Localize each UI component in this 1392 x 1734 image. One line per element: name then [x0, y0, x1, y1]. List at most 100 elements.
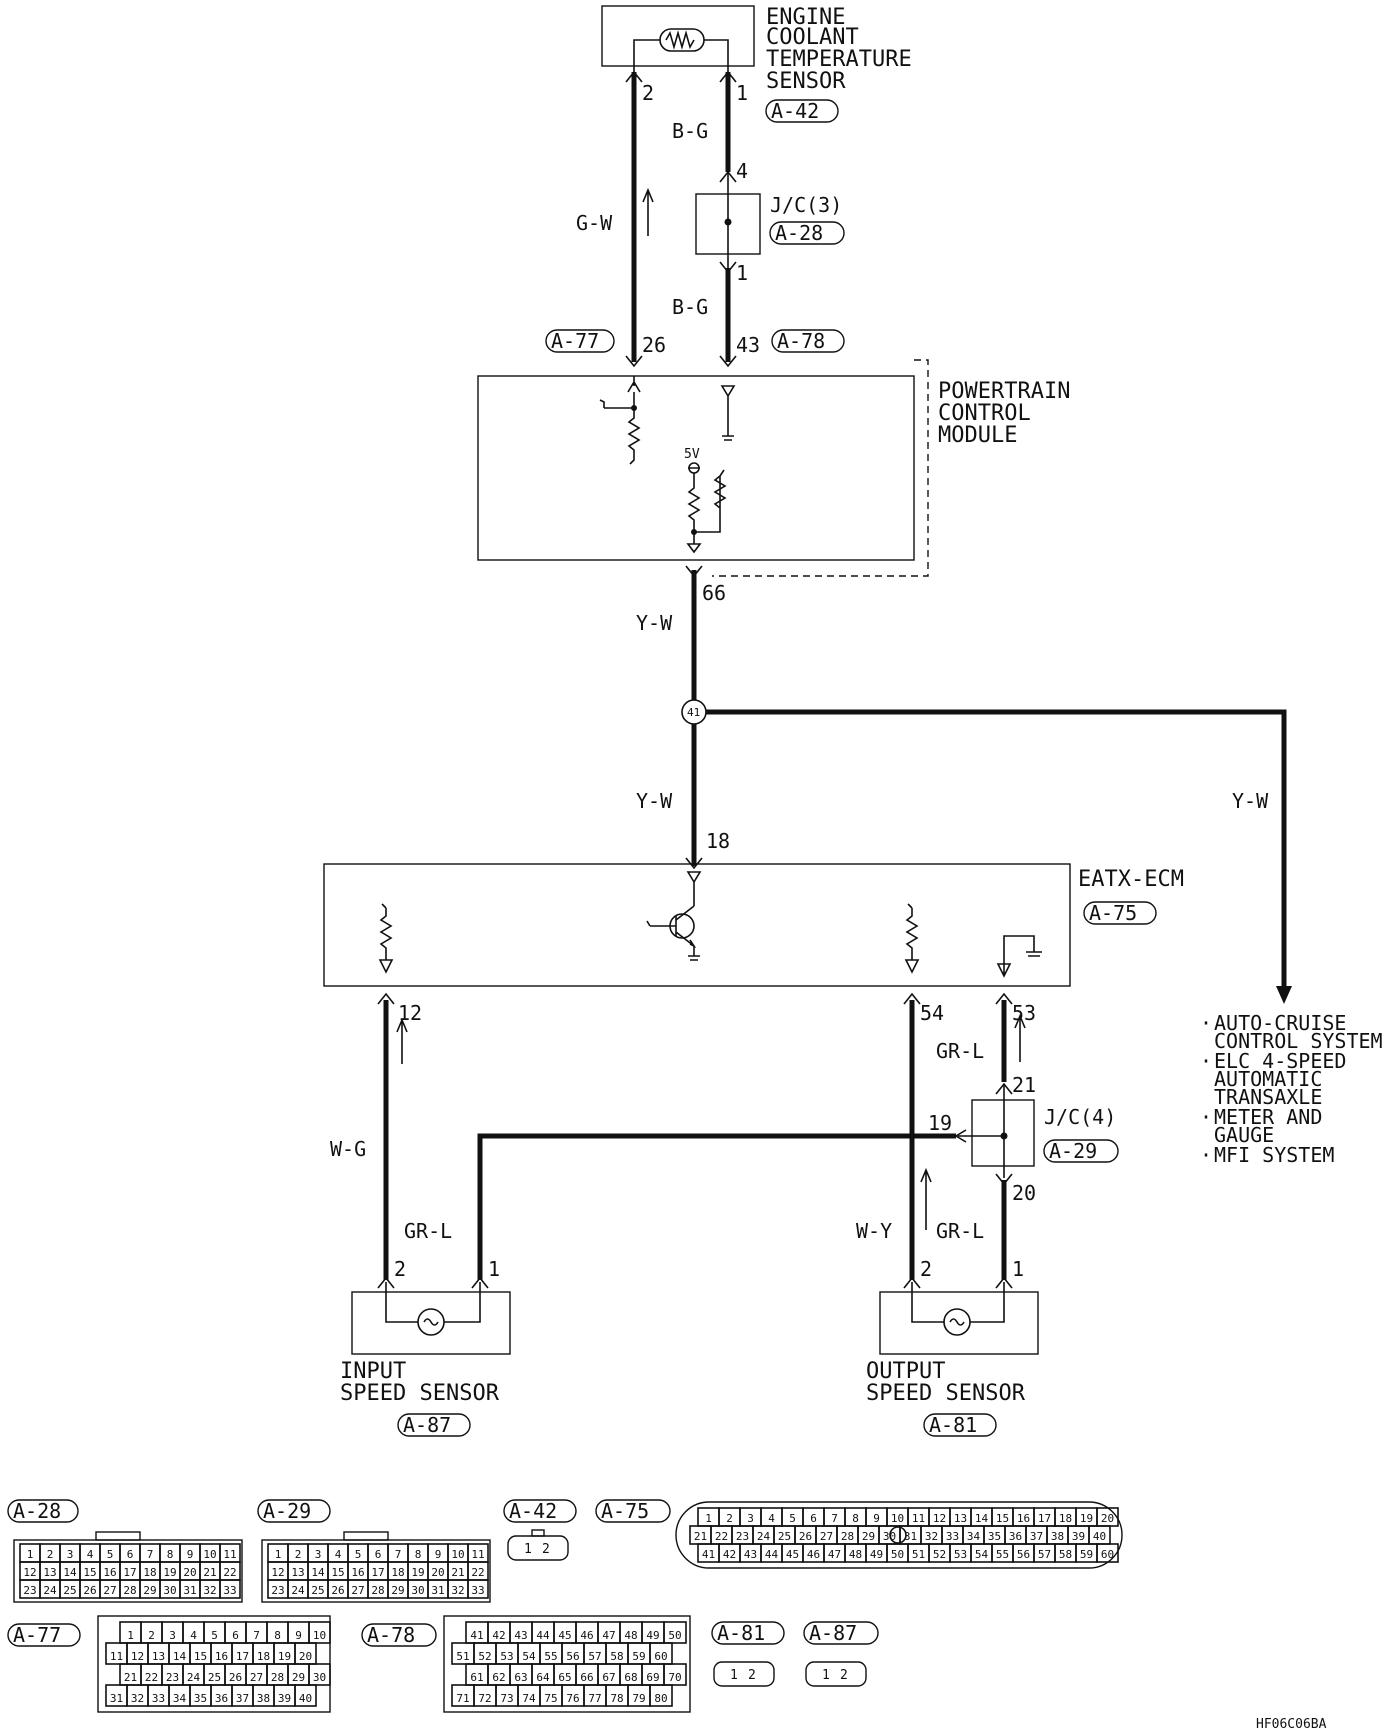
pin-number: 55 [544, 1650, 557, 1663]
pcm-label-2: CONTROL [938, 401, 1031, 426]
wire-label-y-w-mid: Y-W [636, 789, 673, 813]
pin-number: 32 [451, 1584, 464, 1597]
pin-number: 16 [215, 1650, 228, 1663]
jc3-label: J/C(3) [770, 193, 842, 217]
pin-number: 14 [173, 1650, 187, 1663]
pin-number: 54 [522, 1650, 536, 1663]
pin-number: 8 [167, 1548, 174, 1561]
pin-number: 43 [514, 1629, 527, 1642]
wire-label-gr-l-lower: GR-L [936, 1219, 984, 1243]
pin-number: 23 [23, 1584, 36, 1597]
pin-number: 36 [1009, 1530, 1022, 1543]
pin-number: 10 [313, 1629, 326, 1642]
wire-label-b-g-top: B-G [672, 119, 708, 143]
legend-a42: A-42 [509, 1499, 557, 1523]
pin-number: 19 [411, 1566, 424, 1579]
pin-number: 14 [975, 1512, 989, 1525]
dest-2-bullet: · [1200, 1049, 1212, 1073]
pin-number: 68 [624, 1671, 637, 1684]
current-arrow-up-3 [1014, 1013, 1026, 1062]
pin-number: 1 [275, 1548, 282, 1561]
pin-number: 11 [912, 1512, 925, 1525]
pin-number: 26 [331, 1584, 344, 1597]
wire-label-w-g: W-G [330, 1137, 366, 1161]
pin-number: 9 [435, 1548, 442, 1561]
pin-number: 48 [849, 1548, 862, 1561]
pin-number: 35 [988, 1530, 1001, 1543]
pin-number: 51 [456, 1650, 469, 1663]
pin-cell [663, 1621, 687, 1644]
pin-number: 49 [870, 1548, 883, 1561]
pin-jc3-1: 1 [736, 261, 748, 285]
wire-label-gr-l-upper: GR-L [936, 1039, 984, 1063]
pin-number: 1 [27, 1548, 34, 1561]
jc4-connector-id: A-29 [1049, 1139, 1097, 1163]
pin-number: 11 [110, 1650, 123, 1663]
dest-2-line-2: AUTOMATIC [1214, 1067, 1322, 1091]
pin-number: 12 [23, 1566, 36, 1579]
pin-number: 18 [143, 1566, 156, 1579]
pin-number: 71 [456, 1692, 469, 1705]
pin-number: 6 [127, 1548, 134, 1561]
wire-label-y-w-top: Y-W [636, 611, 673, 635]
pin-number: 23 [166, 1671, 179, 1684]
pin-number: 16 [1017, 1512, 1030, 1525]
pin-number: 57 [588, 1650, 601, 1663]
pin-number: 17 [1038, 1512, 1051, 1525]
pin-number: 31 [110, 1692, 123, 1705]
pin-number: 15 [83, 1566, 96, 1579]
pin-number: 29 [391, 1584, 404, 1597]
pin-number: 72 [478, 1692, 491, 1705]
input-sensor-label-2: SPEED SENSOR [340, 1381, 500, 1406]
pin-number: 61 [470, 1671, 483, 1684]
ect-sensor-label-1: ENGINE [766, 5, 845, 30]
output-speed-sensor: OUTPUT SPEED SENSOR A-81 [866, 1282, 1039, 1437]
pin-number: 40 [299, 1692, 312, 1705]
pin-number: 19 [163, 1566, 176, 1579]
pin-number: 11 [223, 1548, 236, 1561]
pin-number: 15 [194, 1650, 207, 1663]
pin-number: 25 [208, 1671, 221, 1684]
legend-a28: A-28 [13, 1499, 61, 1523]
pin-number: 28 [841, 1530, 854, 1543]
pin-number: 7 [147, 1548, 154, 1561]
pin-number: 21 [124, 1671, 137, 1684]
pin-number: 16 [103, 1566, 116, 1579]
dest-1-bullet: · [1200, 1011, 1212, 1035]
pin-number: 7 [395, 1548, 402, 1561]
pin-number: 10 [891, 1512, 904, 1525]
pin-ect-2: 2 [642, 81, 654, 105]
pin-number: 43 [744, 1548, 757, 1561]
dest-1-line-2: CONTROL SYSTEM [1214, 1029, 1383, 1053]
pin-number: 51 [912, 1548, 925, 1561]
pin-number: 2 [148, 1629, 155, 1642]
pin-number: 17 [371, 1566, 384, 1579]
pin-number: 8 [852, 1512, 859, 1525]
pin-number: 24 [757, 1530, 771, 1543]
pin-cell [467, 1579, 489, 1599]
pin-number: 21 [451, 1566, 464, 1579]
pin-number: 3 [747, 1512, 754, 1525]
pin-number: 8 [415, 1548, 422, 1561]
pin-number: 3 [315, 1548, 322, 1561]
pin-cell [663, 1663, 687, 1686]
pin-cell [308, 1621, 331, 1644]
input-sensor-label-1: INPUT [340, 1359, 406, 1384]
ect-sensor-label-4: SENSOR [766, 69, 846, 94]
pin-number: 25 [311, 1584, 324, 1597]
pin-number: 5 [211, 1629, 218, 1642]
pin-number: 18 [257, 1650, 270, 1663]
pin-number: 31 [431, 1584, 444, 1597]
pin-number: 58 [610, 1650, 623, 1663]
legend-a78: A-78 [367, 1623, 415, 1647]
pcm-label-3: MODULE [938, 423, 1017, 448]
pin-number: 1 [705, 1512, 712, 1525]
pin-number: 26 [229, 1671, 242, 1684]
pcm: 5V POWERTRAIN CONTROL MODULE [477, 359, 1070, 577]
pin-number: 9 [187, 1548, 194, 1561]
pin-number: 24 [43, 1584, 57, 1597]
pin-jc4-20: 20 [1012, 1181, 1036, 1205]
pin-number: 78 [610, 1692, 623, 1705]
